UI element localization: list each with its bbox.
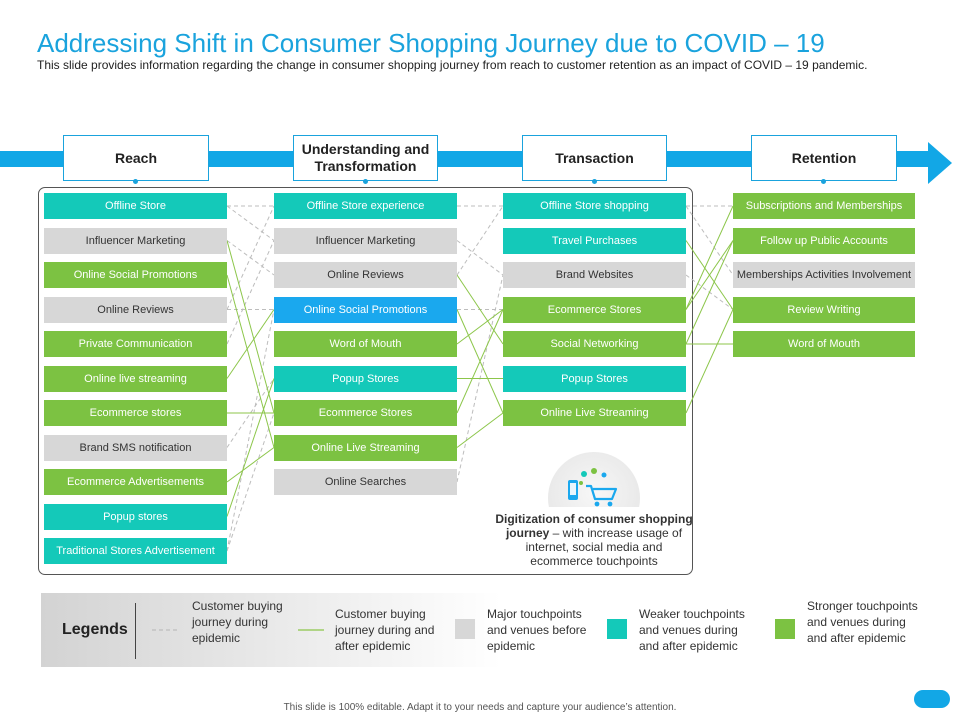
touchpoint-box: Online Live Streaming xyxy=(503,400,686,426)
touchpoint-box: Online Social Promotions xyxy=(274,296,457,323)
after-epidemic-link xyxy=(685,205,734,310)
stage-connector-dot xyxy=(821,179,826,184)
after-epidemic-link xyxy=(226,240,275,414)
touchpoint-box: Private Communication xyxy=(44,331,227,357)
legend-after-epidemic: Customer buying journey during and after… xyxy=(335,607,435,653)
touchpoint-box: Online Live Streaming xyxy=(274,434,457,461)
journey-arrowhead xyxy=(928,142,952,184)
touchpoint-box: Review Writing xyxy=(733,296,915,323)
legend-divider xyxy=(135,603,136,659)
stage-connector-dot xyxy=(133,179,138,184)
footer-note: This slide is 100% editable. Adapt it to… xyxy=(283,702,677,713)
digitization-caption-rest: – with increase usage of internet, socia… xyxy=(525,526,683,568)
stage-understanding: Understanding and Transformation xyxy=(293,135,438,181)
touchpoint-box: Online Reviews xyxy=(44,296,227,323)
after-epidemic-link xyxy=(685,240,734,310)
touchpoint-box: Online Social Promotions xyxy=(44,262,227,288)
stage-connector-dot xyxy=(592,179,597,184)
page-title: Addressing Shift in Consumer Shopping Jo… xyxy=(37,28,825,58)
legend-gray-swatch xyxy=(455,619,475,639)
touchpoint-box: Ecommerce Stores xyxy=(503,296,686,323)
after-epidemic-link xyxy=(456,412,504,448)
digitization-caption-bold: Digitization of consumer shopping journe… xyxy=(495,512,693,540)
digitization-arc-mask xyxy=(540,507,650,552)
after-epidemic-link xyxy=(685,240,734,345)
legend-solid-line xyxy=(298,629,324,631)
touchpoint-box: Popup Stores xyxy=(503,365,686,392)
touchpoint-box: Online Searches xyxy=(274,469,457,495)
touchpoint-box: Word of Mouth xyxy=(733,331,915,357)
legend-title: Legends xyxy=(62,621,128,638)
touchpoint-box: Social Networking xyxy=(503,331,686,357)
journey-arrow-band xyxy=(0,151,932,167)
after-epidemic-link xyxy=(456,309,504,345)
journey-panel xyxy=(38,187,693,575)
legend-during-epidemic: Customer buying journey during epidemic xyxy=(192,599,283,645)
legend-major-before: Major touchpoints and venues before epid… xyxy=(487,607,587,653)
shopping-cart-icon xyxy=(568,468,618,507)
touchpoint-box: Offline Store xyxy=(44,193,227,219)
during-epidemic-link xyxy=(456,240,504,276)
during-epidemic-link xyxy=(685,205,734,276)
after-epidemic-link xyxy=(456,309,504,414)
stage-connector-dot xyxy=(363,179,368,184)
legend-weaker: Weaker touchpoints and venues during and… xyxy=(639,607,745,653)
legend-teal-swatch xyxy=(607,619,627,639)
touchpoint-box: Online live streaming xyxy=(44,365,227,392)
legend-stronger: Stronger touchpoints and venues during a… xyxy=(807,599,918,645)
during-epidemic-link xyxy=(226,205,275,310)
touchpoint-box: Influencer Marketing xyxy=(274,227,457,254)
after-epidemic-link xyxy=(685,309,734,414)
touchpoint-box: Popup stores xyxy=(44,503,227,530)
stage-retention: Retention xyxy=(751,135,897,181)
touchpoint-box: Subscriptions and Memberships xyxy=(733,193,915,219)
during-epidemic-link xyxy=(226,240,275,345)
touchpoint-box: Brand Websites xyxy=(503,262,686,288)
touchpoint-box: Memberships Activities Involvement xyxy=(733,262,915,288)
touchpoint-box: Popup Stores xyxy=(274,365,457,392)
during-epidemic-link xyxy=(456,205,504,276)
touchpoint-box: Traditional Stores Advertisement xyxy=(44,538,227,564)
touchpoint-box: Ecommerce stores xyxy=(44,400,227,426)
touchpoint-box: Ecommerce Advertisements xyxy=(44,469,227,495)
touchpoint-box: Brand SMS notification xyxy=(44,434,227,461)
after-epidemic-link xyxy=(226,378,275,517)
after-epidemic-link xyxy=(226,447,275,483)
touchpoint-box: Influencer Marketing xyxy=(44,227,227,254)
legend-green-swatch xyxy=(775,619,795,639)
digitization-caption: Digitization of consumer shopping journe… xyxy=(494,512,694,568)
legend-background xyxy=(41,593,501,667)
after-epidemic-link xyxy=(226,309,275,379)
during-epidemic-link xyxy=(226,205,275,241)
slide-number-pill xyxy=(914,690,950,708)
stage-transaction: Transaction xyxy=(522,135,667,181)
touchpoint-box: Online Reviews xyxy=(274,262,457,288)
during-epidemic-link xyxy=(226,309,275,552)
stage-reach: Reach xyxy=(63,135,209,181)
touchpoint-box: Travel Purchases xyxy=(503,227,686,254)
touchpoint-box: Ecommerce Stores xyxy=(274,400,457,426)
page-subtitle: This slide provides information regardin… xyxy=(37,58,868,72)
touchpoint-box: Offline Store experience xyxy=(274,193,457,219)
touchpoint-box: Offline Store shopping xyxy=(503,193,686,219)
touchpoint-box: Word of Mouth xyxy=(274,331,457,357)
during-epidemic-link xyxy=(226,412,275,552)
after-epidemic-link xyxy=(226,274,275,448)
touchpoint-box: Follow up Public Accounts xyxy=(733,227,915,254)
legend-dashed-line xyxy=(152,629,178,631)
after-epidemic-link xyxy=(456,274,504,345)
